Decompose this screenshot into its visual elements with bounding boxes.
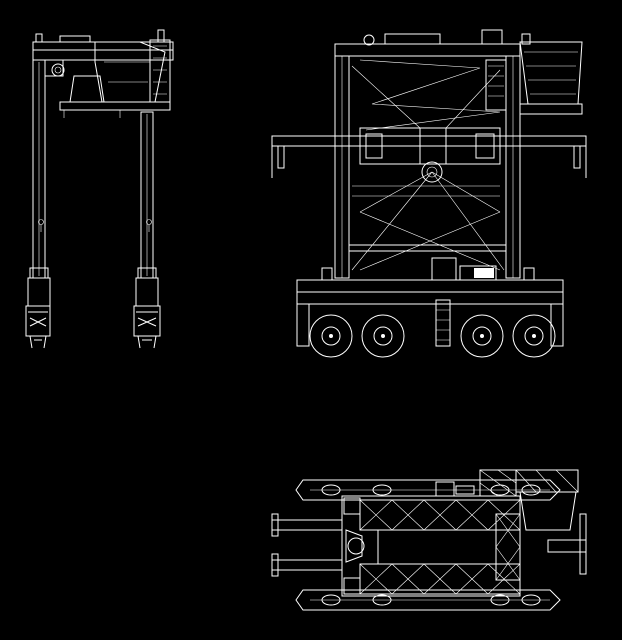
plan-view (271, 469, 587, 611)
wheel-1 (309, 314, 353, 358)
front-cabin (485, 41, 583, 115)
plan-cabin (435, 469, 579, 531)
side-elevation-view (25, 29, 174, 349)
front-elevation-view (271, 29, 587, 358)
plan-central-frame (341, 495, 521, 597)
side-right-leg (133, 111, 161, 349)
front-frame (334, 29, 531, 279)
front-spreader (271, 127, 587, 183)
front-wheels (309, 314, 556, 358)
wheel-4 (512, 314, 556, 358)
wheel-3 (460, 314, 504, 358)
side-cabin (59, 29, 171, 118)
side-left-leg (25, 59, 51, 349)
front-chassis (296, 279, 564, 347)
front-cables (351, 59, 505, 271)
wheel-2 (361, 314, 405, 358)
plan-rails (295, 479, 561, 611)
plan-outriggers (271, 513, 587, 577)
front-engine (321, 257, 535, 281)
